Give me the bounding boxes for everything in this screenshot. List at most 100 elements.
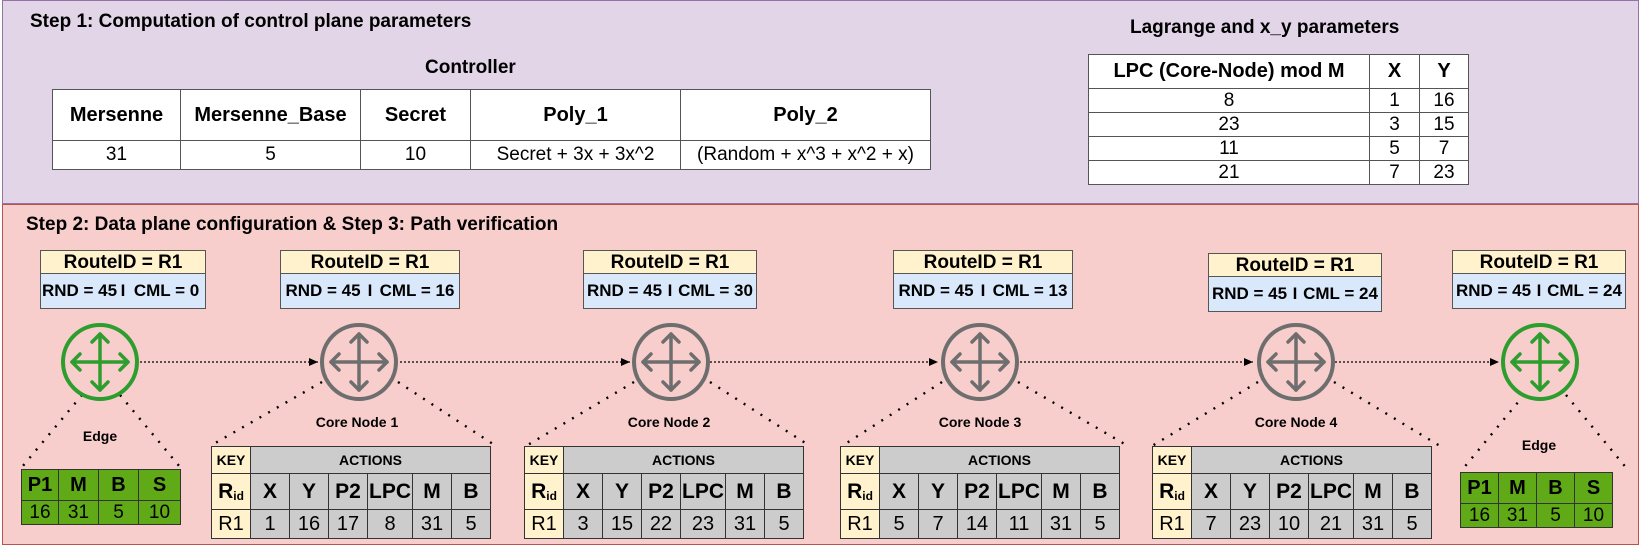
key-header: KEY <box>524 446 564 474</box>
action-value: 15 <box>602 509 642 539</box>
lagrange-title: Lagrange and x_y parameters <box>1130 17 1400 38</box>
action-value: 11 <box>996 509 1042 539</box>
lagrange-cell: 23 <box>1088 112 1370 137</box>
lagrange-cell: 21 <box>1088 160 1370 185</box>
controller-title: Controller <box>425 57 516 78</box>
action-value: 7 <box>918 509 958 539</box>
rnd-value: RND = 45 <box>285 281 361 300</box>
rid-letter: R <box>531 479 547 503</box>
node-label: Edge <box>1521 437 1557 453</box>
action-value: 22 <box>641 509 681 539</box>
row-key: R1 <box>524 509 564 539</box>
cml-value: CML = 16 <box>379 281 455 300</box>
edge-header: M <box>58 469 99 501</box>
rnd-value: RND = 45 <box>898 281 974 300</box>
action-column: B <box>1392 473 1432 510</box>
action-value: 5 <box>879 509 919 539</box>
action-table: KEY ACTIONS Rid X Y P2 LPC M B R1 7 23 1… <box>1152 446 1432 539</box>
core-router-icon <box>320 323 398 401</box>
lagrange-cell: 8 <box>1088 88 1370 113</box>
action-column: B <box>1080 473 1120 510</box>
action-column: B <box>451 473 491 510</box>
cml-value: CML = 13 <box>992 281 1068 300</box>
controller-header: Poly_1 <box>470 89 681 141</box>
row-key: R1 <box>211 509 251 539</box>
action-value: 31 <box>725 509 765 539</box>
action-column: LPC <box>367 473 413 510</box>
step1-title: Step 1: Computation of control plane par… <box>30 11 472 32</box>
route-id: RouteID = R1 <box>1208 253 1382 277</box>
route-id: RouteID = R1 <box>1452 250 1626 274</box>
action-column: X <box>1191 473 1231 510</box>
action-column: X <box>250 473 290 510</box>
cml-value: CML = 0 <box>133 281 200 300</box>
action-value: 5 <box>1080 509 1120 539</box>
action-value: 7 <box>1191 509 1231 539</box>
core-router-icon <box>1257 323 1335 401</box>
action-table: KEY ACTIONS Rid X Y P2 LPC M B R1 1 16 1… <box>211 446 491 539</box>
route-values: RND = 45 I CML = 16 <box>280 274 460 309</box>
route-id: RouteID = R1 <box>583 250 757 274</box>
edge-header: S <box>138 469 181 501</box>
controller-value: 10 <box>360 140 471 170</box>
node-label: Core Node 3 <box>938 414 1022 430</box>
action-value: 5 <box>1392 509 1432 539</box>
action-value-row: R1 5 7 14 11 31 5 <box>840 509 1120 539</box>
action-column: P2 <box>328 473 368 510</box>
edge-value: 16 <box>21 500 59 525</box>
key-header: KEY <box>211 446 251 474</box>
action-value: 1 <box>250 509 290 539</box>
action-column: X <box>879 473 919 510</box>
key-header: KEY <box>1152 446 1192 474</box>
action-column: Y <box>918 473 958 510</box>
action-table: KEY ACTIONS Rid X Y P2 LPC M B R1 5 7 14… <box>840 446 1120 539</box>
rid-letter: R <box>1159 479 1175 503</box>
action-column: LPC <box>1308 473 1354 510</box>
controller-table: Mersenne Mersenne_Base Secret Poly_1 Pol… <box>52 89 931 170</box>
key-header: KEY <box>840 446 880 474</box>
core-router-icon <box>941 323 1019 401</box>
lagrange-header: X <box>1369 54 1420 89</box>
lagrange-cell: 7 <box>1369 160 1420 185</box>
action-column: M <box>725 473 765 510</box>
action-columns-row: Rid X Y P2 LPC M B <box>840 473 1120 510</box>
rnd-value: RND = 45 <box>41 281 118 300</box>
controller-value: Secret + 3x + 3x^2 <box>470 140 681 170</box>
controller-header: Poly_2 <box>680 89 931 141</box>
row-key: R1 <box>840 509 880 539</box>
separator: I <box>367 281 373 300</box>
edge-value: 5 <box>98 500 139 525</box>
action-header-row: KEY ACTIONS <box>1152 446 1432 474</box>
lagrange-cell: 7 <box>1419 136 1469 161</box>
edge-header-row: P1 M B S <box>1460 472 1613 504</box>
route-id: RouteID = R1 <box>893 250 1073 274</box>
separator: I <box>1536 281 1542 300</box>
cml-value: CML = 24 <box>1303 284 1378 303</box>
rid-subscript: id <box>546 488 557 503</box>
rid-header: Rid <box>1152 473 1192 510</box>
edge-value: 10 <box>1574 503 1613 528</box>
separator: I <box>120 281 126 300</box>
lagrange-row: 11 5 7 <box>1088 136 1469 161</box>
step2-title: Step 2: Data plane configuration & Step … <box>26 214 559 235</box>
action-header-row: KEY ACTIONS <box>211 446 491 474</box>
edge-header: P1 <box>1460 472 1499 504</box>
lagrange-header: Y <box>1419 54 1469 89</box>
action-value: 17 <box>328 509 368 539</box>
rid-header: Rid <box>840 473 880 510</box>
node-label: Core Node 2 <box>627 414 711 430</box>
edge-value: 31 <box>58 500 99 525</box>
edge-value-row: 16 31 5 10 <box>1460 503 1613 528</box>
edge-table: P1 M B S 16 31 5 10 <box>21 469 181 525</box>
controller-header: Mersenne_Base <box>180 89 361 141</box>
action-value-row: R1 1 16 17 8 31 5 <box>211 509 491 539</box>
actions-header: ACTIONS <box>250 446 491 474</box>
rid-header: Rid <box>211 473 251 510</box>
lagrange-row: 23 3 15 <box>1088 112 1469 137</box>
controller-header: Mersenne <box>52 89 181 141</box>
lagrange-header: LPC (Core-Node) mod M <box>1088 54 1370 89</box>
action-column: X <box>563 473 603 510</box>
